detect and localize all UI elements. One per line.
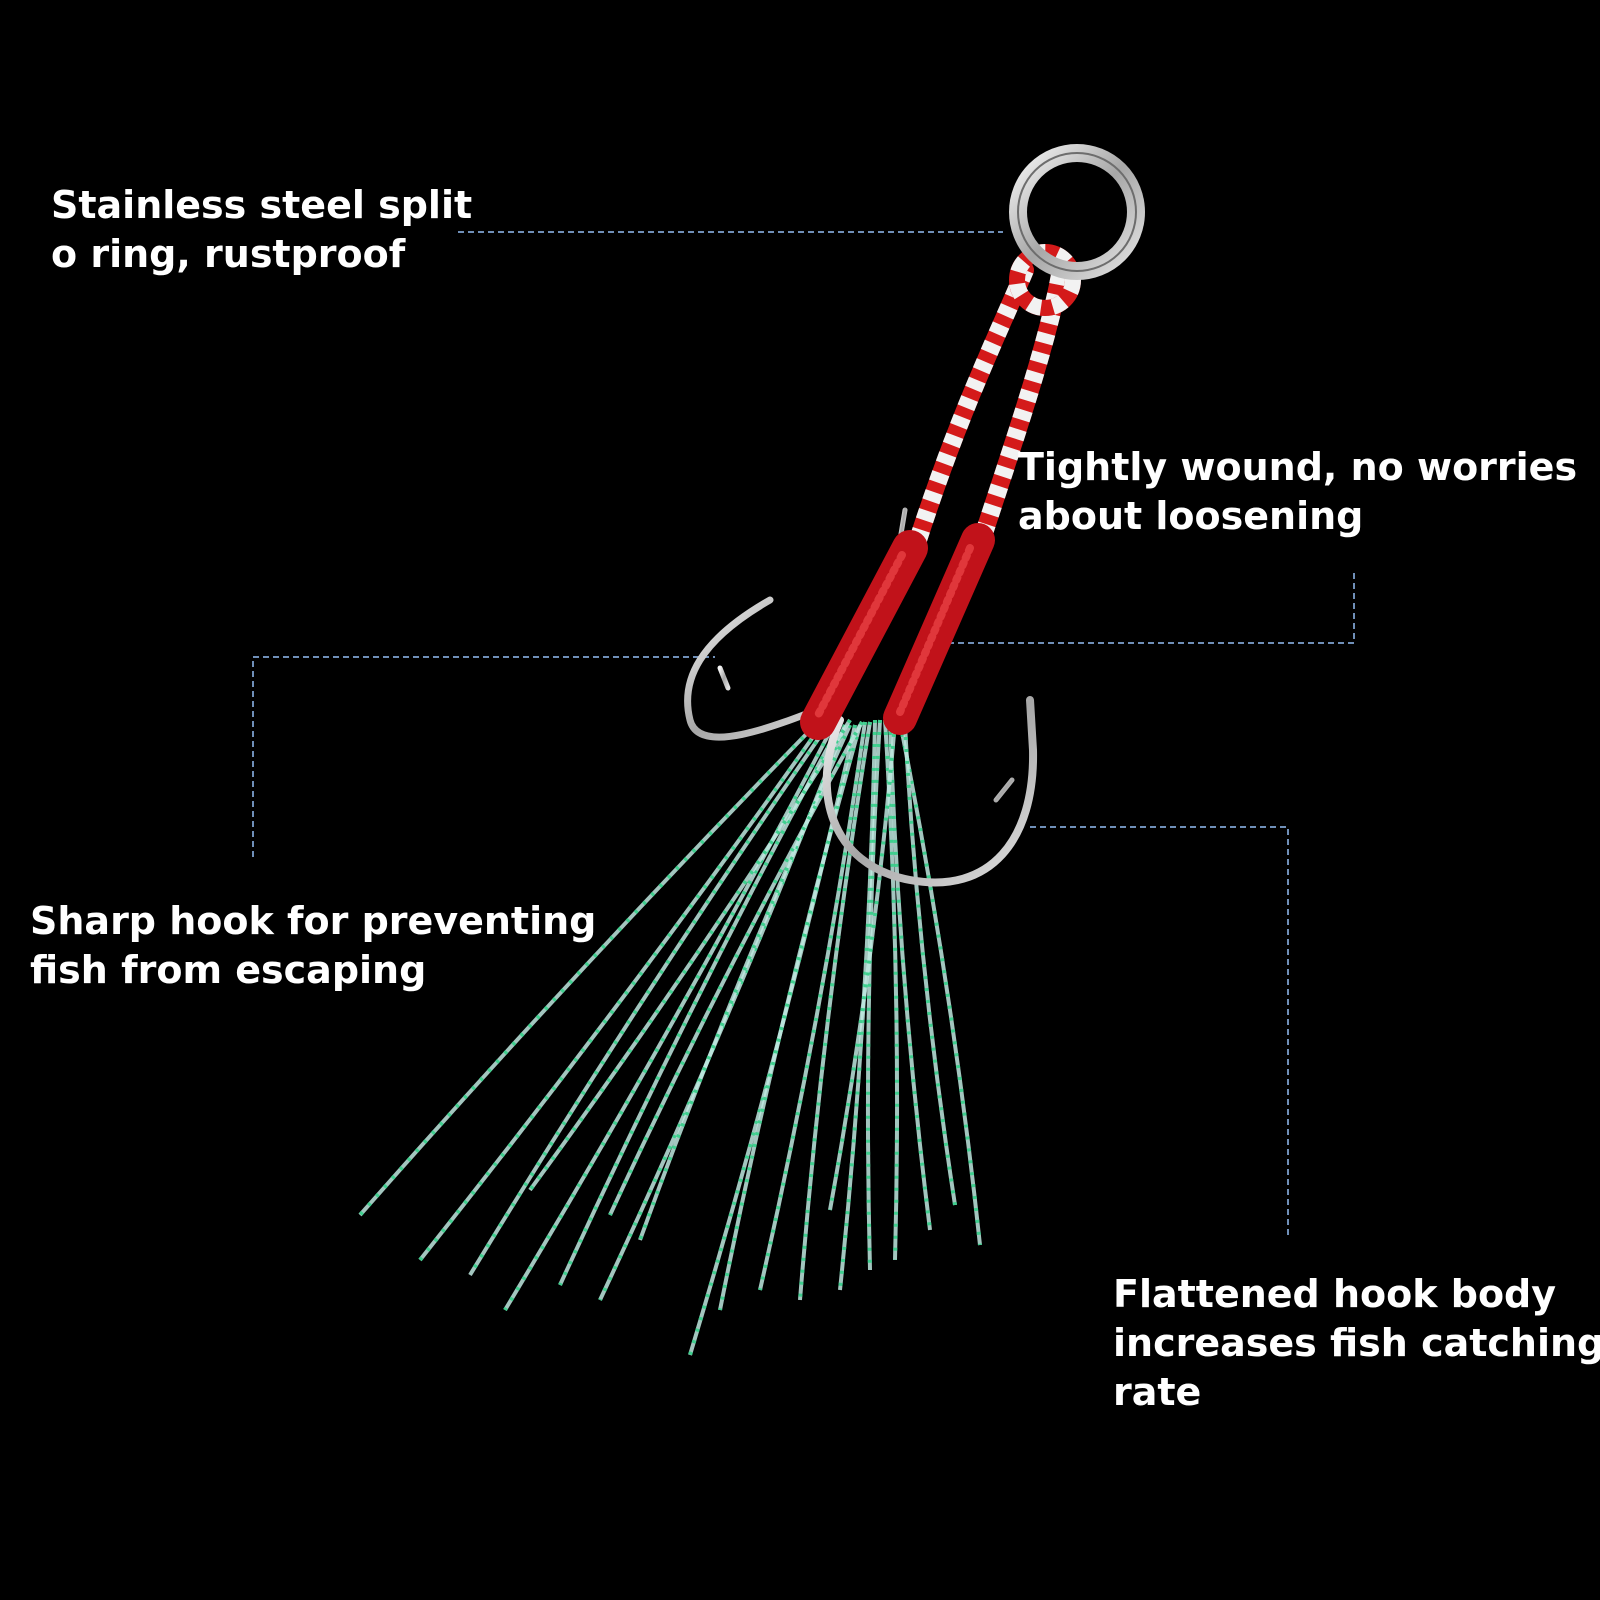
callout-tightly-wound-line2: about loosening — [1018, 494, 1364, 538]
tinsel-strand — [758, 721, 867, 1291]
tinsel-strand-sparkle — [503, 721, 837, 1312]
right-hook — [822, 696, 1038, 887]
leader-line-flat — [1030, 826, 1289, 1235]
tinsel-strand-sparkle — [903, 724, 957, 1206]
callout-split-ring: Stainless steel split o ring, rustproof — [51, 181, 472, 279]
callout-flattened-body-line3: rate — [1113, 1370, 1202, 1414]
tinsel-strand — [865, 719, 882, 1271]
tinsel-strand — [828, 721, 897, 1211]
left-hook-barb — [717, 665, 731, 691]
split-ring — [1009, 144, 1145, 280]
tinsel-strand — [888, 719, 932, 1231]
callout-flattened-body: Flattened hook body increases fish catch… — [1113, 1270, 1600, 1417]
tinsel-strand-sparkle — [898, 721, 982, 1246]
callout-flattened-body-line2: increases fish catching — [1113, 1321, 1600, 1365]
callout-tightly-wound-line1: Tightly wound, no worries — [1018, 445, 1578, 489]
callout-split-ring-line1: Stainless steel split — [51, 183, 473, 227]
tinsel-strand — [558, 724, 842, 1286]
callout-sharp-hook-line1: Sharp hook for preventing — [30, 899, 597, 943]
split-ring-inner-line — [1017, 152, 1137, 272]
tinsel-strand — [898, 721, 982, 1246]
thread-wrap-left-highlight — [814, 551, 906, 719]
callout-flattened-body-line1: Flattened hook body — [1113, 1272, 1557, 1316]
tinsel-strand — [468, 720, 832, 1277]
tinsel-strand-sparkle — [418, 718, 827, 1262]
callout-sharp-hook-line2: fish from escaping — [30, 948, 427, 992]
tinsel-strand-sparkle — [558, 724, 842, 1286]
thread-wrap-right-highlight — [896, 544, 974, 716]
leader-lines — [252, 231, 1355, 1235]
hooks — [684, 507, 1038, 887]
callout-split-ring-line2: o ring, rustproof — [51, 232, 406, 276]
tinsel-strand-sparkle — [358, 718, 822, 1217]
leader-line-wound — [948, 570, 1355, 644]
callout-tightly-wound: Tightly wound, no worries about loosenin… — [1018, 443, 1577, 541]
right-hook-barb — [993, 777, 1015, 803]
cord-left-white — [909, 266, 1034, 543]
tinsel-strand — [528, 718, 852, 1192]
tinsel-strand — [798, 721, 872, 1301]
left-hook — [684, 596, 846, 741]
flash-tinsel-skirt — [358, 718, 982, 1356]
leader-line-sharp — [252, 656, 715, 857]
tinsel-strand — [638, 724, 852, 1241]
thread-wraps — [800, 523, 995, 740]
callout-sharp-hook: Sharp hook for preventing fish from esca… — [30, 897, 596, 995]
tinsel-strand-sparkle — [718, 724, 862, 1311]
